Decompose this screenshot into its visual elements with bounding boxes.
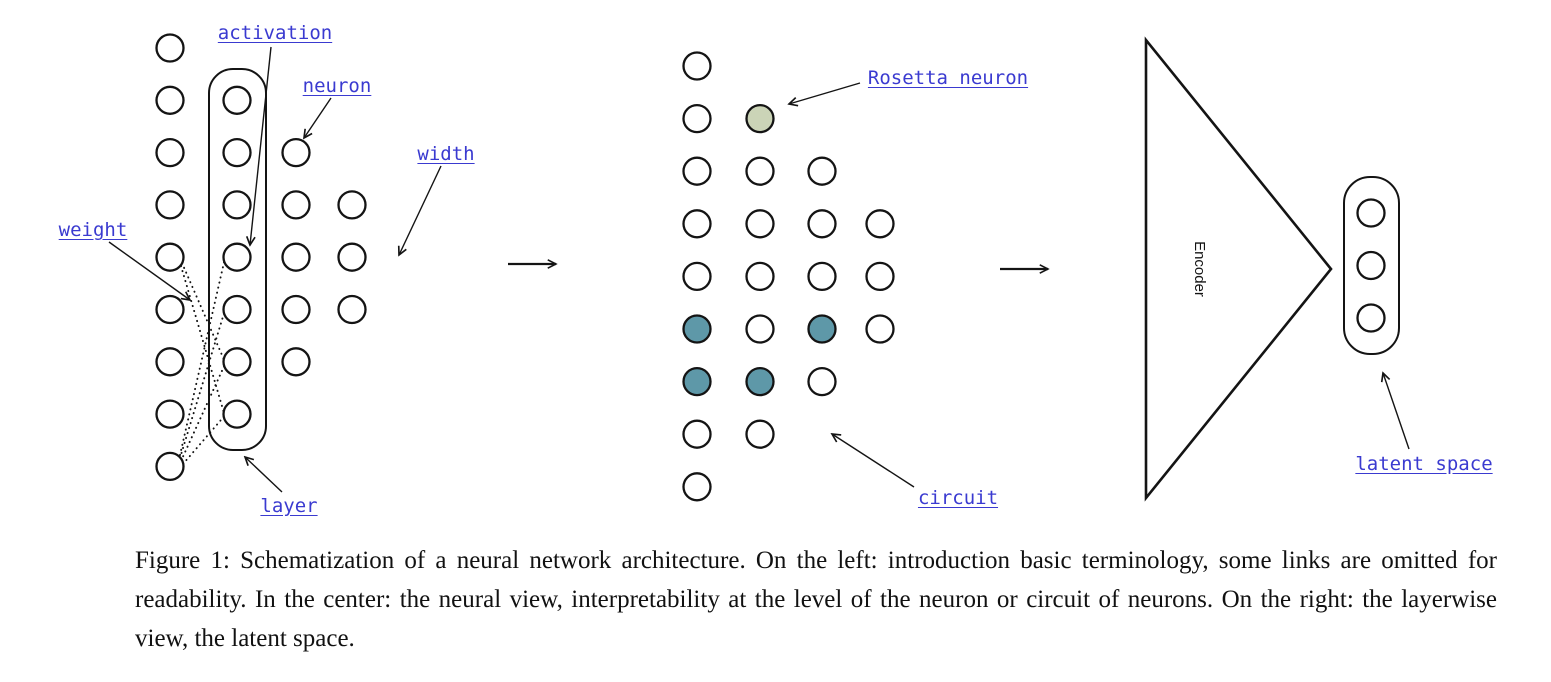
- rosetta-neuron-arrow: [789, 82, 861, 104]
- neuron-circle-highlighted: [745, 103, 775, 134]
- figure-caption: Figure 1: Schematization of a neural net…: [135, 547, 1497, 652]
- neuron-circle: [682, 419, 712, 449]
- weight-connections: [179, 257, 228, 465]
- neuron-circle: [281, 347, 311, 377]
- neuron-circle: [1356, 303, 1386, 333]
- neuron-circle: [222, 347, 252, 377]
- neuron-circle: [222, 85, 252, 115]
- neuron-circle: [155, 399, 185, 429]
- encoder-label: Encoder: [1191, 241, 1208, 297]
- neuron-circle: [682, 472, 712, 502]
- term-width[interactable]: width: [417, 143, 475, 165]
- neuron-circle-highlighted: [745, 366, 775, 397]
- neuron-circle: [1356, 250, 1386, 281]
- neuron-circle: [281, 137, 311, 168]
- neuron-circle: [337, 242, 367, 272]
- network-diagram: Encoder: [108, 33, 1410, 502]
- neuron-circle: [807, 366, 837, 397]
- layer-arrow: [245, 457, 283, 493]
- neuron-circle: [155, 190, 185, 220]
- neuron-circle: [745, 261, 775, 292]
- neuron-circle: [865, 209, 895, 239]
- neuron-circle: [745, 419, 775, 449]
- activation-arrow: [250, 46, 272, 245]
- neuron-circle: [682, 103, 712, 134]
- neuron-circle: [682, 261, 712, 292]
- neuron-circle: [155, 33, 185, 63]
- neuron-circle: [281, 294, 311, 325]
- neuron-circle: [865, 314, 895, 344]
- neuron-circle: [281, 242, 311, 272]
- neuron-circle: [682, 51, 712, 81]
- neuron-circle: [155, 137, 185, 168]
- neuron-circle: [281, 190, 311, 220]
- neuron-circle: [865, 261, 895, 292]
- neuron-arrow: [304, 97, 332, 138]
- neuron-circle: [222, 190, 252, 220]
- layer-outline: [208, 68, 267, 451]
- neuron-circle: [222, 294, 252, 325]
- neuron-circle: [155, 294, 185, 325]
- term-weight[interactable]: weight: [58, 219, 128, 241]
- neuron-circle-highlighted: [682, 314, 712, 344]
- neuron-circle: [745, 209, 775, 239]
- term-neuron[interactable]: neuron: [302, 75, 372, 97]
- term-layer[interactable]: layer: [260, 495, 318, 517]
- neuron-circle: [222, 137, 252, 168]
- circuit-arrow: [832, 434, 915, 488]
- neuron-circle: [222, 242, 252, 272]
- neuron-circle: [155, 85, 185, 115]
- neuron-circle: [745, 156, 775, 186]
- neuron-circle: [682, 209, 712, 239]
- term-latent-space[interactable]: latent space: [1355, 453, 1493, 475]
- neuron-circle-highlighted: [682, 366, 712, 397]
- neuron-circle: [337, 190, 367, 220]
- weight-arrow: [108, 241, 190, 300]
- neuron-circle: [155, 451, 185, 482]
- neuron-circle: [807, 156, 837, 186]
- neuron-circle: [745, 314, 775, 344]
- neuron-circle: [337, 294, 367, 325]
- encoder-triangle: [1144, 36, 1333, 502]
- neuron-circle: [682, 156, 712, 186]
- neuron-circle: [155, 347, 185, 377]
- neuron-circle: [807, 209, 837, 239]
- neuron-circle: [1356, 198, 1386, 228]
- width-arrow: [399, 165, 442, 255]
- neuron-circle-highlighted: [807, 314, 837, 344]
- neuron-circle: [155, 242, 185, 272]
- term-circuit[interactable]: circuit: [917, 487, 999, 509]
- latent-space-outline: [1343, 176, 1400, 355]
- neuron-circle: [222, 399, 252, 429]
- latent-space-arrow: [1383, 373, 1410, 450]
- term-rosetta-neuron[interactable]: Rosetta neuron: [867, 67, 1029, 89]
- term-activation[interactable]: activation: [217, 22, 333, 44]
- neuron-circle: [807, 261, 837, 292]
